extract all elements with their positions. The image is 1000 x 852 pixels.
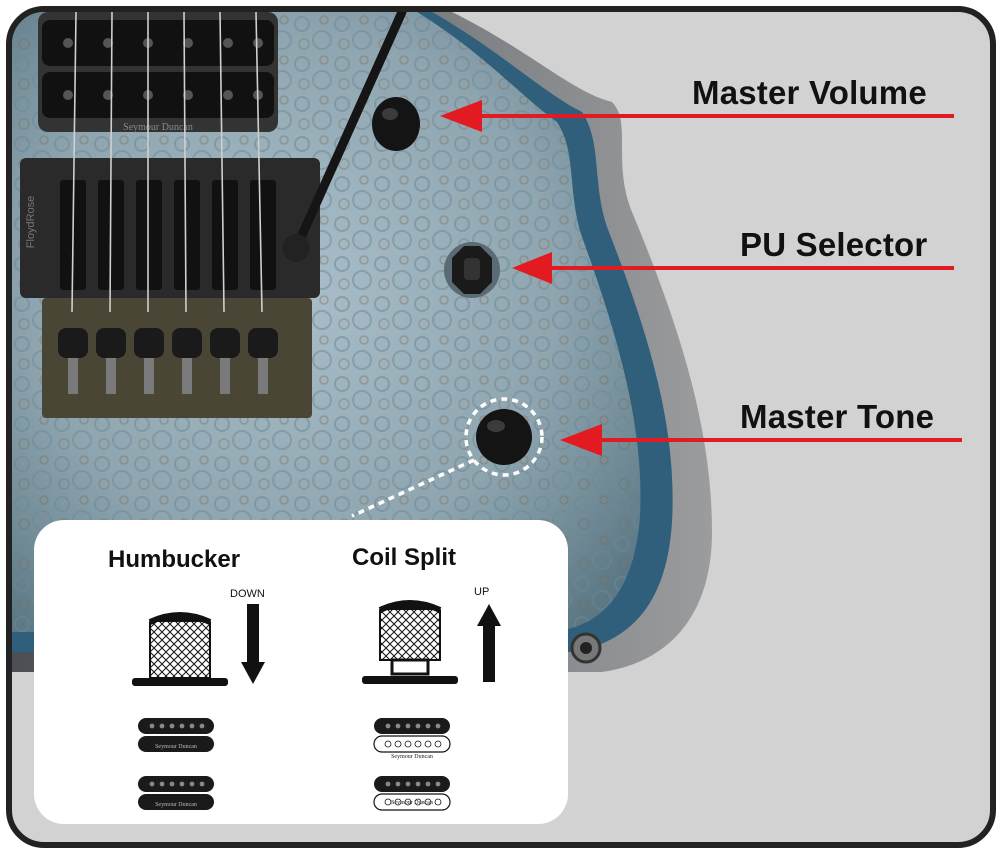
knob-diagrams: Seymour Duncan Seymour Duncan Seymour Du…: [34, 520, 568, 824]
knob-up-diagram: [362, 603, 458, 684]
tremolo-bridge: FloydRose: [20, 158, 320, 418]
svg-text:Seymour Duncan: Seymour Duncan: [391, 800, 433, 806]
svg-text:Seymour Duncan: Seymour Duncan: [155, 744, 197, 750]
svg-text:FloydRose: FloydRose: [25, 196, 37, 249]
humbucker-pickup-1: Seymour Duncan: [138, 718, 214, 752]
pu-selector-switch: [444, 242, 500, 298]
humbucker-pickup-2: Seymour Duncan: [138, 776, 214, 810]
arrow-up-icon: [477, 604, 501, 682]
svg-text:Seymour Duncan: Seymour Duncan: [155, 802, 197, 808]
knob-down-diagram: [132, 615, 228, 686]
svg-text:Seymour Duncan: Seymour Duncan: [391, 754, 433, 760]
split-pickup-1: Seymour Duncan: [374, 718, 450, 760]
diagram-frame: Seymour Duncan: [6, 6, 996, 848]
coil-split-inset: Humbucker Coil Split DOWN UP: [34, 520, 568, 824]
svg-text:Seymour Duncan: Seymour Duncan: [123, 122, 193, 133]
label-master-tone: Master Tone: [740, 398, 934, 436]
master-volume-knob: [372, 97, 420, 151]
label-master-volume: Master Volume: [692, 74, 927, 112]
split-pickup-2: Seymour Duncan: [374, 776, 450, 810]
arrow-down-icon: [241, 604, 265, 684]
label-pu-selector: PU Selector: [740, 226, 927, 264]
